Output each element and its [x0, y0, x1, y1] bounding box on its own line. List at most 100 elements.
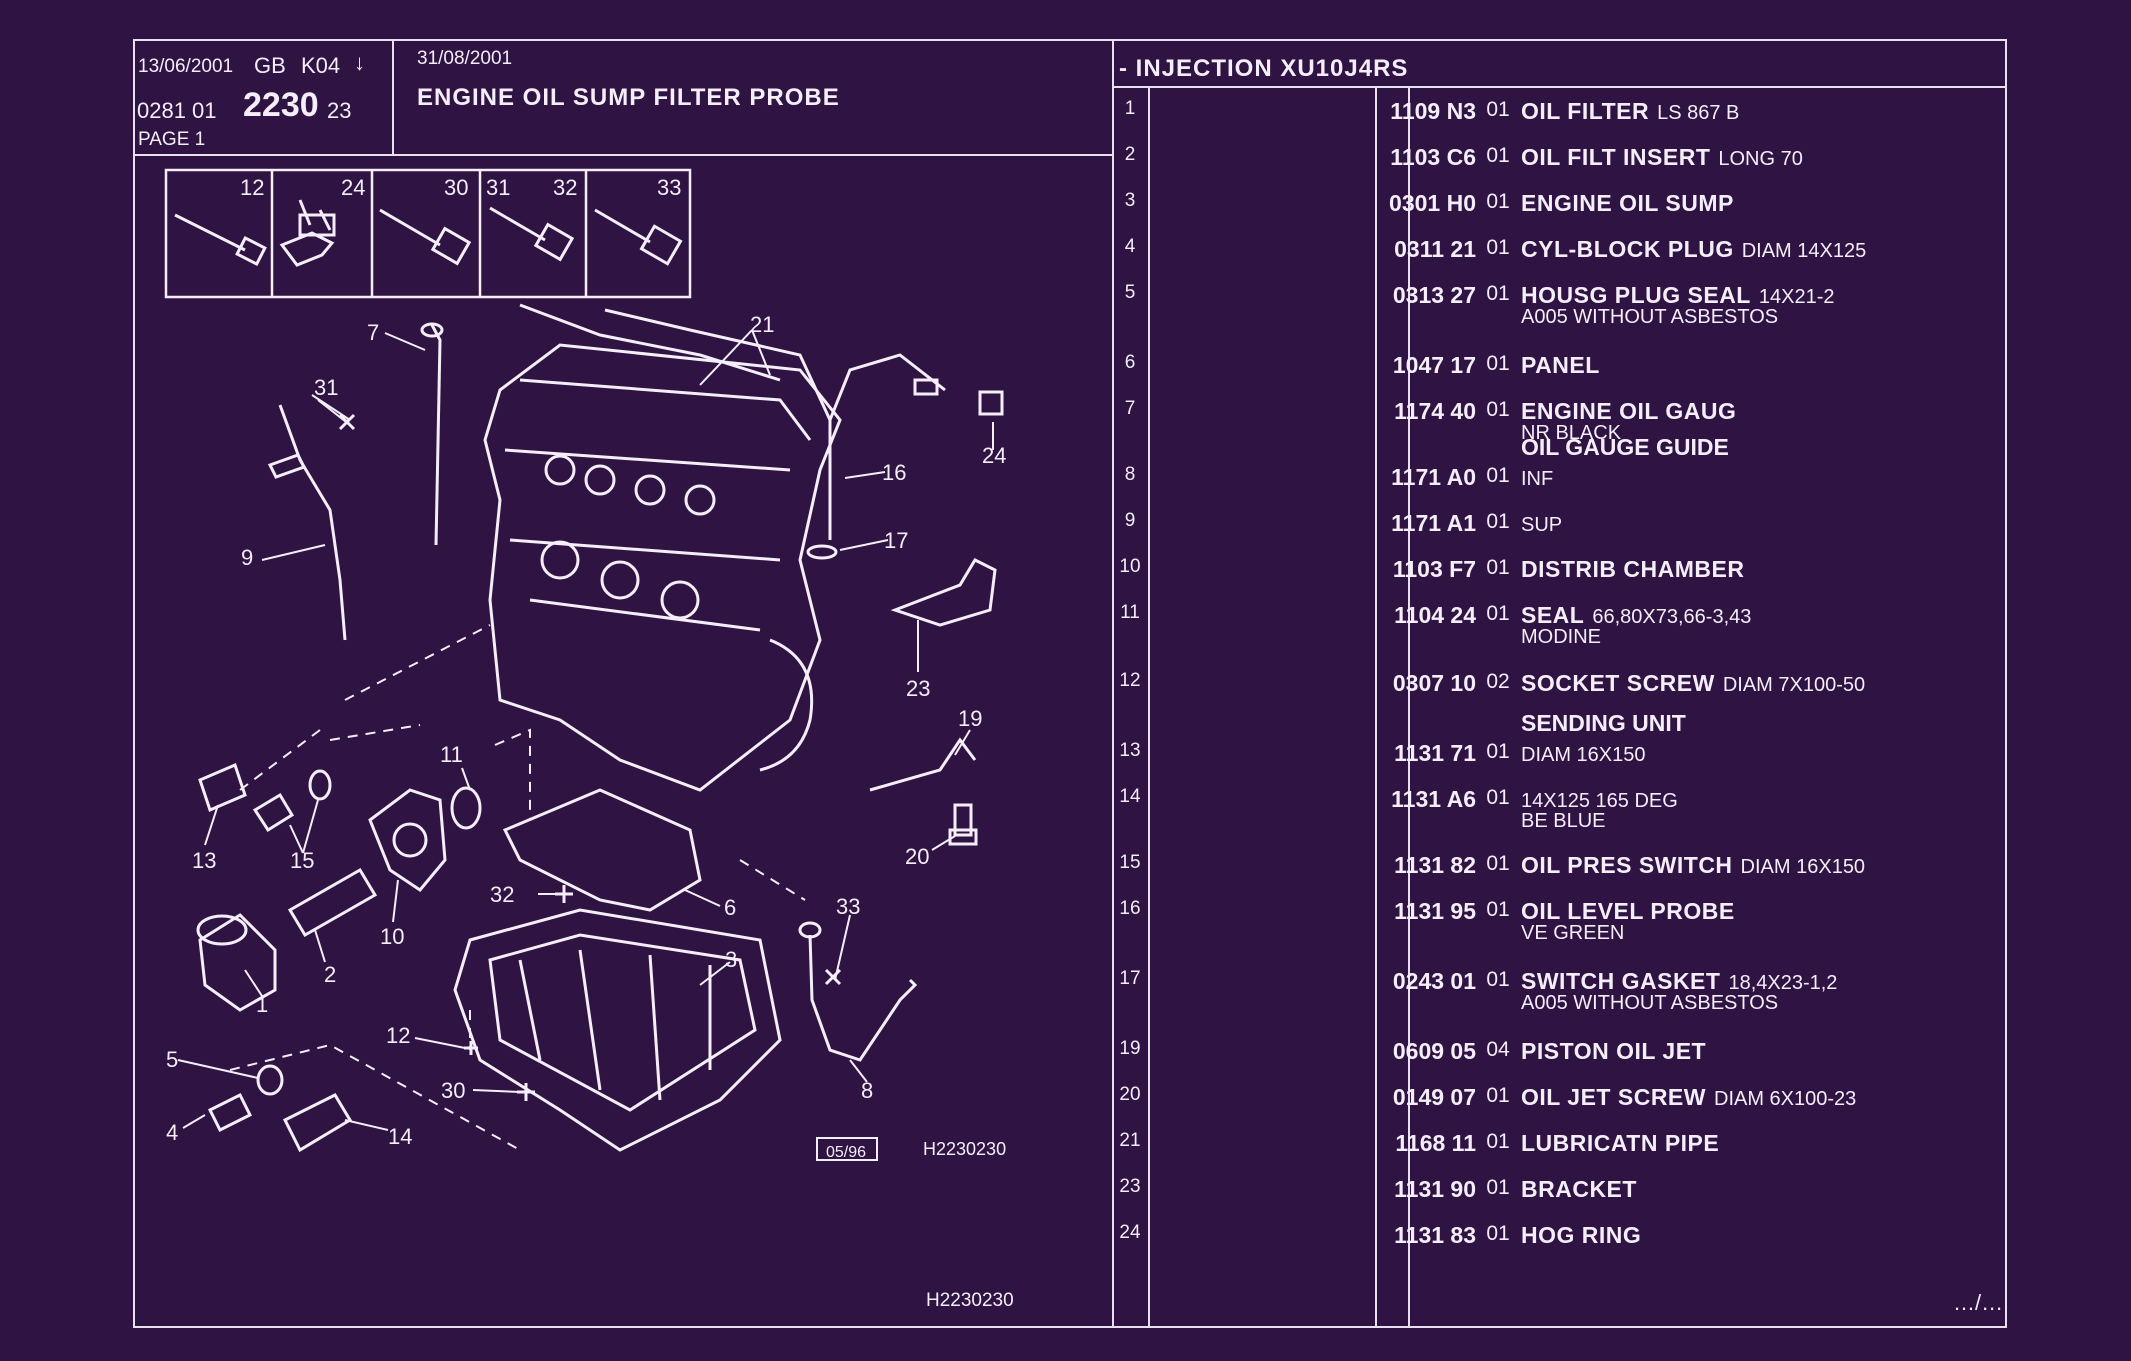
callout-6: 6: [724, 895, 736, 920]
header-arrow: ↓: [354, 50, 365, 75]
part-quantity: 02: [1486, 670, 1510, 693]
part-reference: 0311 21: [1394, 236, 1476, 262]
part-quantity: 01: [1486, 1176, 1510, 1199]
callout-23: 23: [906, 676, 930, 701]
part-reference: 1047 17: [1392, 352, 1476, 378]
part-name: ENGINE OIL GAUG: [1521, 398, 1737, 424]
continued-marker: …/…: [1953, 1290, 2004, 1315]
part-index: 2: [1124, 144, 1136, 165]
part-quantity: 01: [1486, 602, 1510, 625]
part-reference: 1131 A6: [1391, 786, 1476, 812]
callout-10: 10: [380, 924, 404, 949]
callout-12: 12: [386, 1023, 410, 1048]
header-date1: 13/06/2001: [138, 56, 234, 77]
part-name: BRACKET: [1521, 1176, 1637, 1202]
part-note: VE GREEN: [1521, 922, 1625, 944]
part-quantity: 01: [1486, 190, 1510, 213]
part-spec: LS 867 B: [1657, 102, 1740, 124]
callout-14: 14: [388, 1124, 412, 1149]
part-name: OIL LEVEL PROBE: [1521, 898, 1735, 924]
part-spec: DIAM 16X150: [1740, 856, 1866, 878]
callout-2: 2: [324, 962, 336, 987]
part-quantity: 01: [1486, 1084, 1510, 1107]
header-ref-suffix: 23: [327, 98, 352, 123]
part-variant: 14X125 165 DEG: [1521, 790, 1678, 812]
thumb-label-24: 24: [341, 175, 365, 200]
part-note: A005 WITHOUT ASBESTOS: [1521, 306, 1779, 328]
part-note: NR BLACK: [1521, 422, 1622, 444]
callout-19: 19: [958, 706, 982, 731]
part-name: SEAL: [1521, 602, 1585, 628]
divider: [1375, 86, 1377, 1328]
part-description: OIL LEVEL PROBE: [1521, 898, 1735, 925]
part-spec: DIAM 14X125: [1741, 240, 1867, 262]
part-reference: 0149 07: [1392, 1084, 1476, 1110]
part-group-name: OIL GAUGE GUIDE: [1521, 434, 1729, 460]
part-reference: 0301 H0: [1389, 190, 1476, 216]
part-name: PANEL: [1521, 352, 1600, 378]
part-index: 4: [1124, 236, 1136, 257]
part-quantity: 01: [1486, 852, 1510, 875]
part-quantity: 01: [1486, 98, 1510, 121]
part-reference: 1174 40: [1394, 398, 1476, 424]
part-description: BRACKET: [1521, 1176, 1637, 1203]
part-quantity: 01: [1486, 968, 1510, 991]
engine-block: [177, 303, 1004, 1153]
part-index: 12: [1119, 670, 1141, 691]
callout-5: 5: [166, 1047, 178, 1072]
part-reference: 0609 05: [1392, 1038, 1476, 1064]
divider: [135, 154, 1112, 156]
part-group-name: SENDING UNIT: [1521, 710, 1686, 736]
part-variant: DIAM 16X150: [1521, 744, 1646, 766]
part-reference: 1131 82: [1394, 852, 1476, 878]
part-description: ENGINE OIL GAUG: [1521, 398, 1736, 425]
part-description: 14X125 165 DEG: [1521, 786, 1678, 813]
part-description: DIAM 16X150: [1521, 740, 1646, 767]
part-reference: 1168 11: [1395, 1130, 1476, 1156]
part-name: LUBRICATN PIPE: [1521, 1130, 1720, 1156]
part-quantity: 01: [1486, 236, 1510, 259]
part-reference: 1103 F7: [1392, 556, 1476, 582]
part-description: SUP: [1521, 510, 1562, 537]
part-index: 8: [1124, 464, 1136, 485]
part-quantity: 01: [1486, 786, 1510, 809]
part-spec: DIAM 7X100-50: [1722, 674, 1866, 696]
part-quantity: 01: [1486, 510, 1510, 533]
part-description: ENGINE OIL SUMP: [1521, 190, 1734, 217]
part-quantity: 01: [1486, 144, 1510, 167]
part-description: HOG RING: [1521, 1222, 1641, 1249]
part-description: DISTRIB CHAMBER: [1521, 556, 1744, 583]
part-index: 3: [1124, 190, 1136, 211]
part-index: 16: [1119, 898, 1141, 919]
part-index: 9: [1124, 510, 1136, 531]
part-name: DISTRIB CHAMBER: [1521, 556, 1745, 582]
part-reference: 0243 01: [1392, 968, 1476, 994]
header-date2: 31/08/2001: [417, 48, 513, 69]
part-reference: 1171 A1: [1391, 510, 1476, 536]
date-stamp: 05/96: [826, 1144, 866, 1161]
part-index: 10: [1119, 556, 1141, 577]
thumb-label-31: 31: [486, 175, 510, 200]
thumb-label-12: 12: [240, 175, 264, 200]
part-index: 23: [1119, 1176, 1141, 1197]
part-quantity: 01: [1486, 740, 1510, 763]
part-name: SWITCH GASKET: [1521, 968, 1721, 994]
part-reference: 1131 95: [1394, 898, 1476, 924]
